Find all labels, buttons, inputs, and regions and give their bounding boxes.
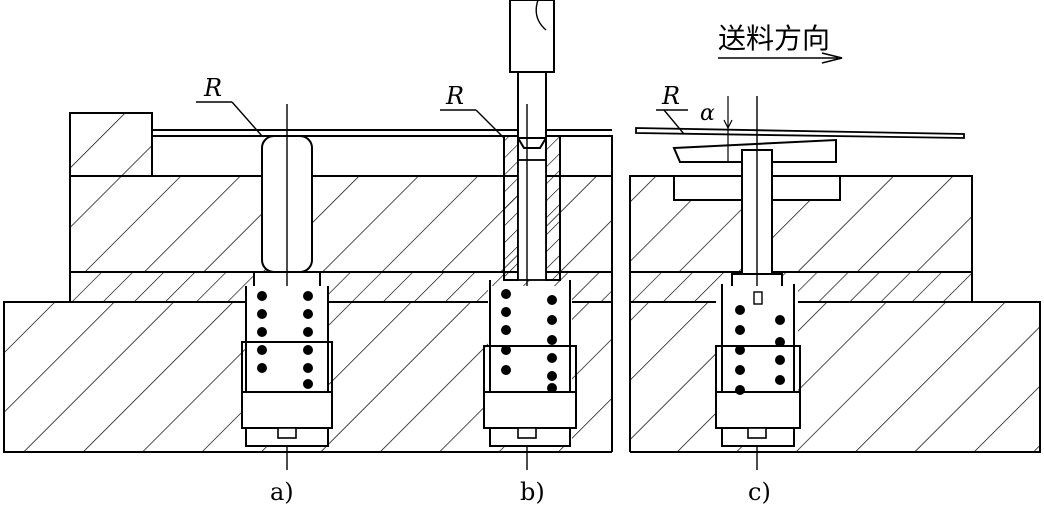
spring-b <box>501 289 557 393</box>
radius-leader-c <box>656 109 688 135</box>
spring-pocket-b <box>483 280 577 447</box>
radius-leader-b <box>440 109 505 139</box>
die-block-c <box>629 127 973 303</box>
radius-leader-a <box>196 101 263 137</box>
radius-label-c: R <box>661 82 680 110</box>
radius-label-b: R <box>445 82 464 110</box>
feed-direction-arrow <box>718 52 843 64</box>
spring-a <box>257 291 313 389</box>
bushing-b <box>503 104 561 470</box>
angle-label-c: α <box>700 101 715 126</box>
radius-label-a: R <box>203 74 222 102</box>
punch-b <box>509 0 555 149</box>
spring-pocket-a <box>241 286 333 447</box>
caption-b: b) <box>520 478 545 506</box>
spring-c <box>735 305 785 395</box>
caption-a: a) <box>270 478 294 506</box>
spring-pocket-c <box>715 284 801 447</box>
caption-c: c) <box>748 478 771 506</box>
feed-direction-label: 送料方向 <box>718 22 830 55</box>
